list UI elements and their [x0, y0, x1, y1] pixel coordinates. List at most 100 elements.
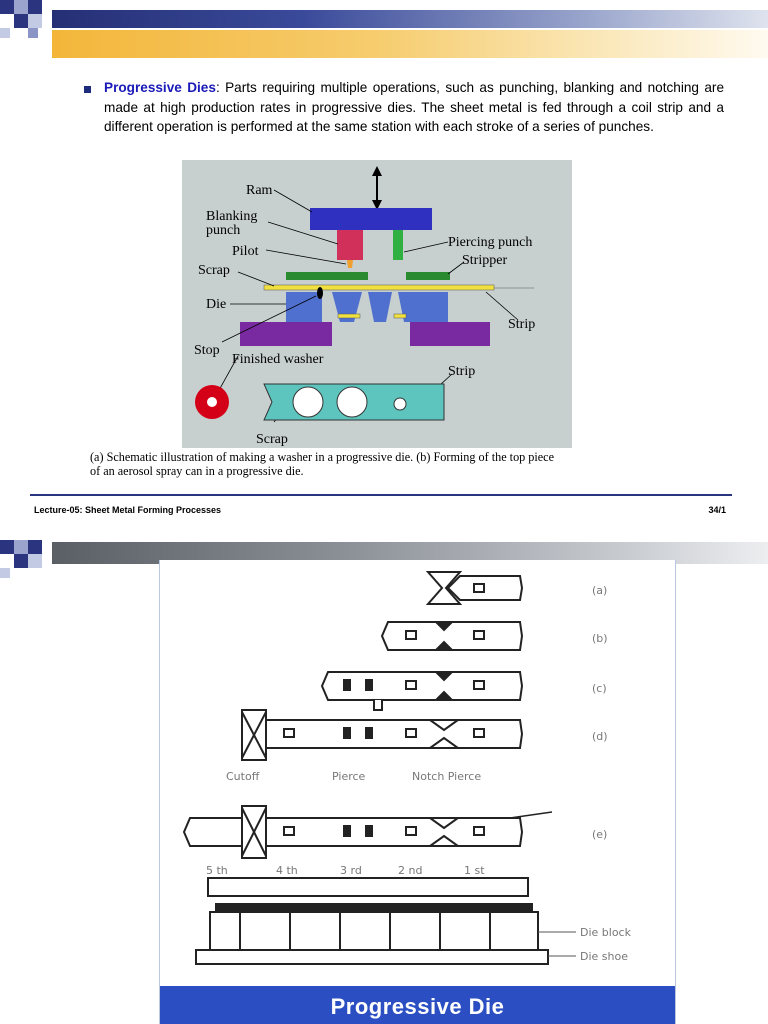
bullet-keyword: Progressive Dies [104, 80, 216, 95]
washer-die-diagram: Ram Blanking punch Piercing punch Pilot … [194, 166, 535, 447]
row-label: (c) [592, 682, 607, 695]
punch-slug [365, 679, 373, 691]
pierce-hole [283, 728, 295, 738]
strip-row-b [380, 621, 524, 651]
die-shoe [195, 949, 549, 965]
punch-slug [343, 679, 351, 691]
die-shoe-right [410, 322, 490, 346]
pierce-hole [473, 583, 485, 593]
strip-hole [292, 386, 324, 418]
row-label: (e) [592, 828, 607, 841]
header-square [28, 554, 42, 568]
pierce-hole [405, 630, 417, 640]
progressive-die-figure: (a) (b) (c) (d) (e) Cutoff Pierce Notch … [159, 560, 676, 1024]
notch-mark [433, 640, 455, 651]
strip-bar [263, 284, 495, 291]
label-scrap-top: Scrap [198, 263, 230, 278]
header-square [0, 540, 14, 554]
notch-punch [426, 834, 462, 847]
station-label: 4 th [276, 864, 298, 877]
op-label-cutoff: Cutoff [226, 770, 260, 783]
header-square [28, 14, 42, 28]
pierce-hole [473, 826, 485, 836]
label-stop: Stop [194, 343, 220, 358]
caption-line-1: (a) Schematic illustration of making a w… [90, 450, 555, 464]
leader-pilot [265, 249, 347, 265]
leader-blanking [267, 221, 339, 245]
notch-mark [433, 671, 455, 682]
stripper-left [286, 272, 368, 280]
label-finished-washer: Finished washer [232, 352, 324, 367]
tab-c [373, 700, 383, 711]
pierce-hole [405, 680, 417, 690]
washer-die-figure: Ram Blanking punch Piercing punch Pilot … [182, 160, 572, 448]
strip-hole [336, 386, 368, 418]
cutoff-cross [241, 711, 267, 759]
header-square [14, 14, 28, 28]
notch-mark [433, 621, 455, 632]
die-block-right [398, 292, 448, 322]
punch-plate [207, 877, 529, 897]
leader-stripper [447, 261, 465, 275]
die-block-left [286, 292, 322, 322]
punch-slug [365, 825, 373, 837]
header-bar-gray [52, 542, 768, 564]
label-die: Die [206, 297, 226, 312]
stripper-plate [215, 903, 533, 913]
header-square [14, 0, 28, 14]
pierce-hole [473, 680, 485, 690]
station-label: 1 st [464, 864, 485, 877]
caption-line-2: of an aerosol spray can in a progressive… [90, 464, 304, 478]
header-bar-gold [52, 30, 768, 58]
washer-hole [207, 397, 217, 407]
figure-title-band: Progressive Die [160, 986, 675, 1024]
strip-row-a-notch [425, 571, 463, 605]
stripper-right [406, 272, 450, 280]
ram-arrow-head-up [372, 166, 382, 176]
stop-pin [317, 287, 323, 299]
punch-slug [365, 727, 373, 739]
leader-ram [273, 189, 313, 213]
op-label-pierce: Pierce [332, 770, 366, 783]
die-block [209, 911, 539, 951]
leader-strip-right [485, 291, 519, 321]
header-square [14, 554, 28, 568]
header-square [28, 28, 38, 38]
label-die-shoe: Die shoe [580, 950, 628, 963]
bullet-paragraph: Progressive Dies: Parts requiring multip… [104, 78, 724, 137]
ram-block [310, 208, 432, 230]
strip-pierce-hole [393, 397, 407, 411]
pierce-hole [405, 826, 417, 836]
pierce-hole [473, 728, 485, 738]
label-blanking-punch: punch [206, 223, 240, 238]
row-label: (b) [592, 632, 608, 645]
label-pilot: Pilot [232, 244, 259, 259]
pierce-hole [405, 728, 417, 738]
leader-stop [221, 295, 317, 343]
pierce-hole [473, 630, 485, 640]
die-shoe-left [240, 322, 332, 346]
leader-piercing [403, 241, 449, 253]
scrap-piece [337, 313, 361, 319]
pierce-hole [283, 826, 295, 836]
row-label: (a) [592, 584, 607, 597]
pilot-tip [347, 260, 353, 268]
header-square [28, 540, 42, 554]
feed-arrow [509, 811, 553, 819]
bullet-marker [84, 86, 91, 93]
punch-slug [343, 727, 351, 739]
row-label: (d) [592, 730, 608, 743]
header-bar-blue [52, 10, 768, 28]
notch-punch [426, 719, 462, 732]
header-square [0, 0, 14, 14]
leader-scrap-top [237, 271, 275, 287]
label-blanking: Blanking [206, 209, 257, 224]
bullet-text: : Parts requiring multiple operations, s… [104, 80, 724, 134]
label-stripper: Stripper [462, 253, 507, 268]
blanking-punch [337, 230, 363, 260]
footer-page-number: 34/1 [708, 505, 726, 515]
strip-row-c [320, 671, 524, 701]
label-die-block: Die block [580, 926, 632, 939]
station-label: 2 nd [398, 864, 422, 877]
progressive-die-diagram: (a) (b) (c) (d) (e) Cutoff Pierce Notch … [182, 571, 632, 965]
